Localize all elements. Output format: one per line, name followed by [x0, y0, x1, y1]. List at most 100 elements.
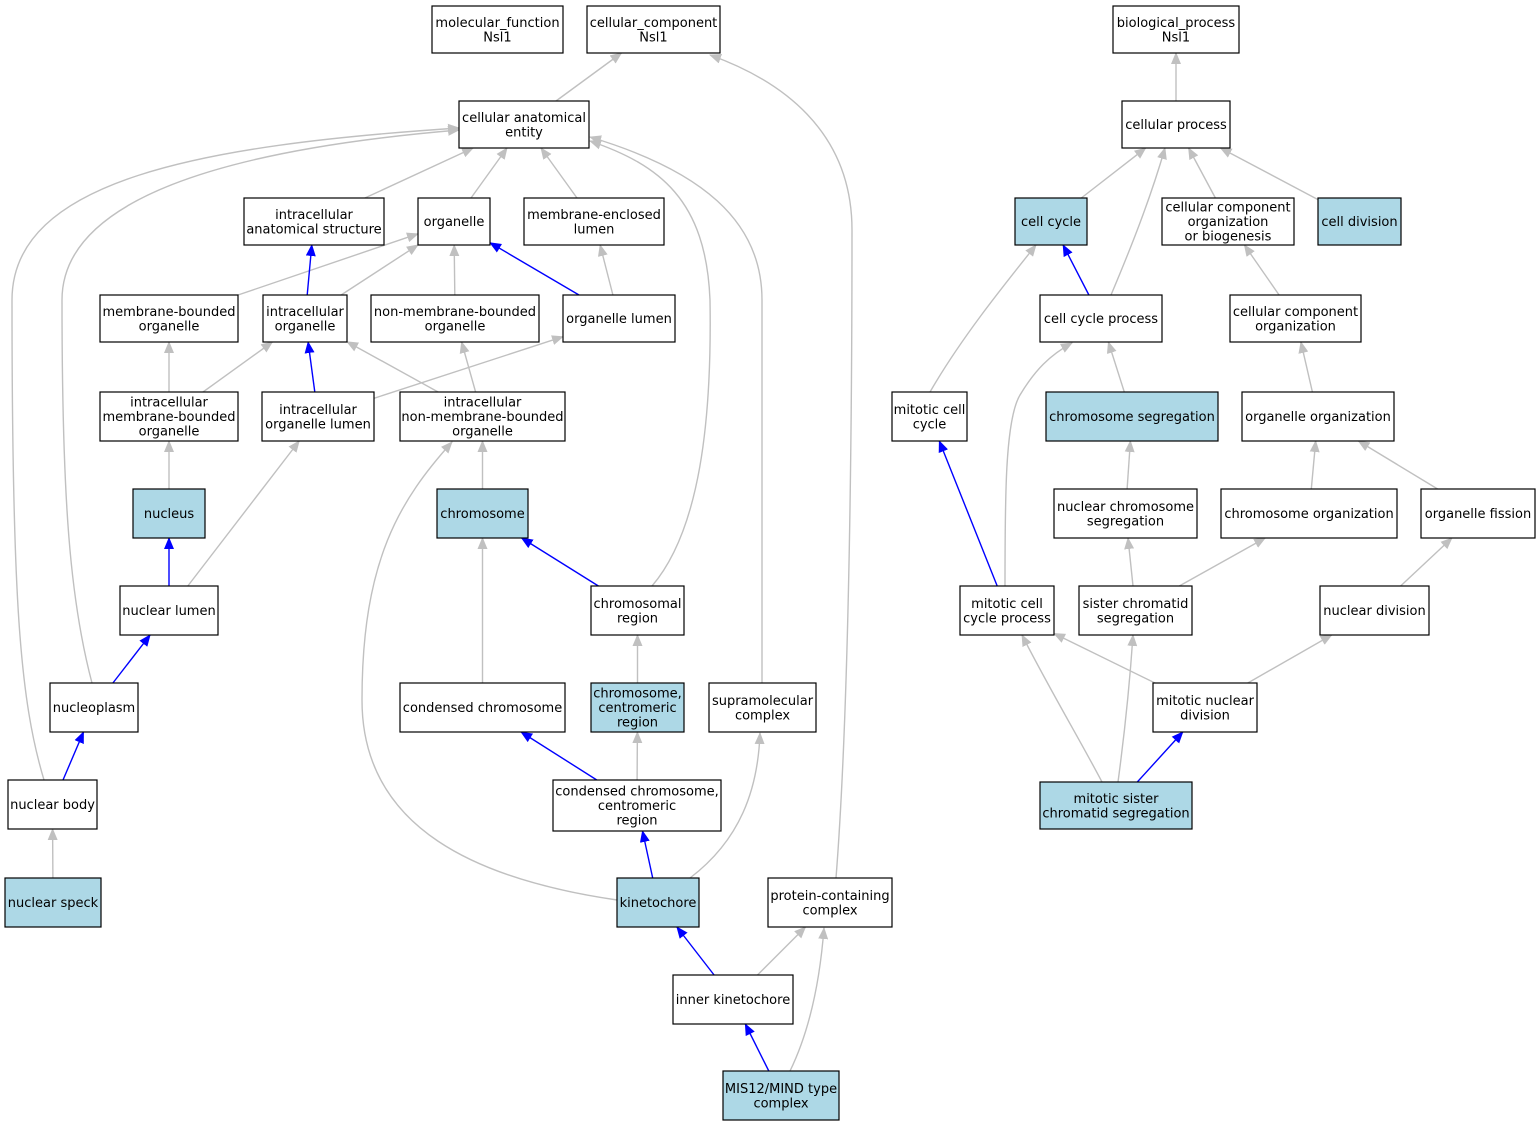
term-node-cell-division[interactable]: cell division	[1317, 197, 1402, 246]
term-node-cell-cycle[interactable]: cell cycle	[1014, 197, 1088, 246]
term-node-cell-cycle-process[interactable]: cell cycle process	[1039, 294, 1163, 343]
term-box	[1220, 488, 1398, 539]
term-box	[1229, 294, 1362, 343]
term-box	[1420, 488, 1536, 539]
term-node-organelle-fission[interactable]: organelle fission	[1420, 488, 1536, 539]
edge-is-a-cell-cycle-to-cellular-process	[1080, 147, 1147, 199]
term-label: organelle	[452, 425, 513, 440]
term-box	[1039, 781, 1193, 830]
term-label: organelle lumen	[265, 417, 371, 432]
term-node-nucleoplasm[interactable]: nucleoplasm	[49, 682, 139, 733]
term-node-inner-kinetochore[interactable]: inner kinetochore	[672, 974, 794, 1025]
term-node-kinetochore[interactable]: kinetochore	[616, 877, 700, 928]
term-label: complex	[753, 1096, 808, 1111]
term-node-chromosome[interactable]: chromosome	[436, 488, 529, 539]
term-label: non-membrane-bounded	[401, 410, 563, 425]
edge-layer	[11, 52, 1453, 1072]
term-label: cell cycle process	[1044, 312, 1158, 327]
term-label: nucleoplasm	[53, 701, 135, 716]
term-label: nuclear speck	[8, 896, 99, 911]
edge-is-a-intracellular-membrane-bounded-organelle-to-intracellular-organelle	[202, 341, 274, 393]
term-label: region	[616, 814, 657, 829]
term-box	[891, 391, 968, 442]
edge-is-a-mitotic-nuclear-division-to-nuclear-division	[1247, 634, 1333, 684]
edge-part-of-nuclear-body-to-nucleoplasm	[62, 731, 85, 781]
term-label: nuclear body	[10, 798, 95, 813]
term-node-organelle[interactable]: organelle	[417, 197, 491, 246]
term-node-organelle-organization[interactable]: organelle organization	[1241, 391, 1395, 442]
term-box	[959, 585, 1055, 636]
term-label: organelle	[139, 425, 200, 440]
term-label: cellular process	[1125, 118, 1227, 133]
term-box	[431, 5, 564, 54]
term-node-chromosome-segregation[interactable]: chromosome segregation	[1045, 391, 1219, 442]
term-node-nucleus[interactable]: nucleus	[132, 488, 206, 539]
term-label: membrane-bounded	[102, 305, 235, 320]
term-box	[4, 877, 102, 928]
term-node-organelle-lumen[interactable]: organelle lumen	[562, 294, 676, 343]
edge-is-a-chromosomal-region-to-cellular-anatomical-entity	[589, 139, 711, 587]
edge-is-a-mitotic-sister-chromatid-segregation-to-sister-chromatid-segregation	[1117, 634, 1138, 783]
edge-part-of-chromosomal-region-to-chromosome	[520, 537, 599, 587]
term-node-nuclear-lumen[interactable]: nuclear lumen	[119, 585, 219, 636]
term-label: Nsl1	[1162, 30, 1190, 45]
edge-is-a-mitotic-sister-chromatid-segregation-to-mitotic-cell-cycle-process	[1021, 634, 1103, 783]
edge-is-a-organelle-fission-to-organelle-organization	[1357, 440, 1438, 490]
edge-part-of-organelle-lumen-to-organelle	[489, 242, 580, 296]
term-node-nuclear-division[interactable]: nuclear division	[1319, 585, 1430, 636]
term-label: organization	[1255, 319, 1336, 334]
edge-part-of-mitotic-cell-cycle-process-to-mitotic-cell-cycle	[938, 440, 998, 587]
edge-is-a-sister-chromatid-segregation-to-chromosome-organization	[1178, 537, 1267, 587]
term-label: segregation	[1087, 514, 1164, 529]
term-label: division	[1180, 708, 1230, 723]
term-box	[262, 294, 348, 343]
term-node-condensed-chromosome[interactable]: condensed chromosome	[399, 682, 566, 733]
term-box	[1045, 391, 1219, 442]
edge-is-a-mitotic-cell-cycle-process-to-cell-cycle-process	[1004, 342, 1073, 587]
edge-is-a-organelle-to-cellular-anatomical-entity	[470, 147, 508, 199]
term-box	[119, 585, 219, 636]
edge-is-a-intracellular-organelle-to-organelle	[340, 244, 419, 296]
term-label: mitotic cell	[971, 597, 1043, 612]
term-box	[523, 197, 665, 246]
term-node-nuclear-speck[interactable]: nuclear speck	[4, 877, 102, 928]
term-box	[672, 974, 794, 1025]
term-box	[552, 779, 722, 832]
edge-part-of-inner-kinetochore-to-kinetochore	[676, 926, 715, 976]
term-node-nuclear-body[interactable]: nuclear body	[7, 779, 98, 830]
term-node-chromosome-organization[interactable]: chromosome organization	[1220, 488, 1398, 539]
term-label: region	[617, 611, 658, 626]
term-label: molecular_function	[435, 16, 559, 31]
term-node-cellular-process[interactable]: cellular process	[1121, 100, 1231, 149]
term-label: organization	[1188, 215, 1269, 230]
term-node-intracellular-non-membrane-bounded-organelle[interactable]: intracellularnon-membrane-boundedorganel…	[399, 391, 566, 442]
edge-part-of-nucleoplasm-to-nuclear-lumen	[112, 634, 151, 684]
term-box	[261, 391, 375, 442]
